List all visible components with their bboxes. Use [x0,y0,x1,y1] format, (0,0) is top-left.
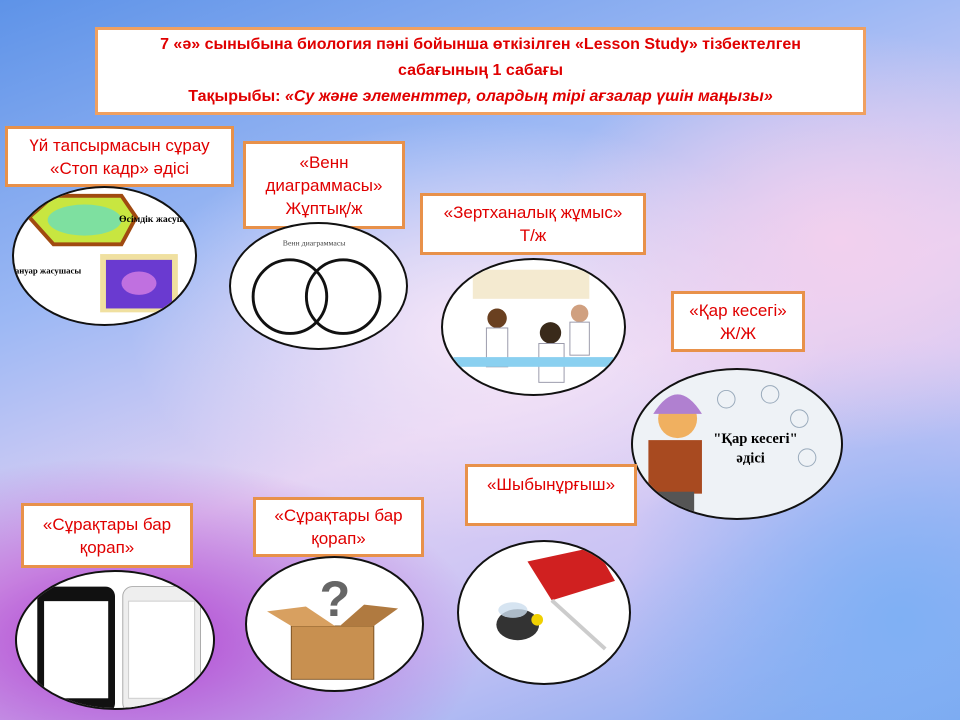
snowball-label-2: әдісі [736,451,764,467]
card-text: «Венн [299,152,349,172]
cell-image: Өсімдік жасушасы Жануар жасушасы [12,186,197,326]
question-box-image: ? [245,556,424,692]
card-text: Ж/Ж [719,323,757,343]
card-question-box-1: «Сұрақтары бар қорап» [21,503,193,568]
card-text: «Қар кесегі» [689,300,787,320]
flyswatter-image [457,540,631,685]
card-text: Т/ж [519,226,547,245]
venn-image: Венн диаграммасы [229,222,408,350]
lab-image [441,258,626,396]
title-line-1: 7 «ә» сыныбына биология пәні бойынша өтк… [160,36,801,53]
slide-title: 7 «ә» сыныбына биология пәні бойынша өтк… [95,27,866,115]
topic-text: «Су және элементтер, олардың тірі ағзала… [284,88,773,105]
card-text: «Стоп кадр» әдісі [50,158,189,178]
card-homework: Үй тапсырмасын сұрау «Стоп кадр» әдісі [5,126,234,187]
card-text: қорап» [311,529,366,548]
question-mark-icon: ? [320,570,351,627]
topic-label: Тақырыбы: [188,88,281,105]
title-line-2: сабағының 1 сабағы [398,62,563,79]
card-text: Үй тапсырмасын сұрау [29,135,210,155]
card-flyswatter: «Шыбынұрғыш» [465,464,637,526]
phones-image [15,570,215,710]
card-text: «Зертханалық жұмыс» [443,203,623,222]
venn-label: Венн диаграммасы [283,238,347,247]
snowball-image: "Қар кесегі" әдісі [631,368,843,520]
title-topic: Тақырыбы: «Су және элементтер, олардың т… [188,84,772,110]
card-text: «Сұрақтары бар [274,506,403,525]
animal-cell-label: Жануар жасушасы [14,265,81,275]
card-text: Жұптық/ж [285,198,363,218]
card-text: «Шыбынұрғыш» [486,475,616,494]
card-venn: «Венн диаграммасы» Жұптық/ж [243,141,405,229]
card-text: «Сұрақтары бар [42,514,172,534]
plant-cell-label: Өсімдік жасушасы [119,214,195,225]
card-question-box-2: «Сұрақтары бар қорап» [253,497,424,557]
snowball-label: "Қар кесегі" [713,431,797,447]
card-lab-work: «Зертханалық жұмыс» Т/ж [420,193,646,255]
card-snowball: «Қар кесегі» Ж/Ж [671,291,805,352]
card-text: қорап» [79,537,135,557]
card-text: диаграммасы» [265,175,383,195]
